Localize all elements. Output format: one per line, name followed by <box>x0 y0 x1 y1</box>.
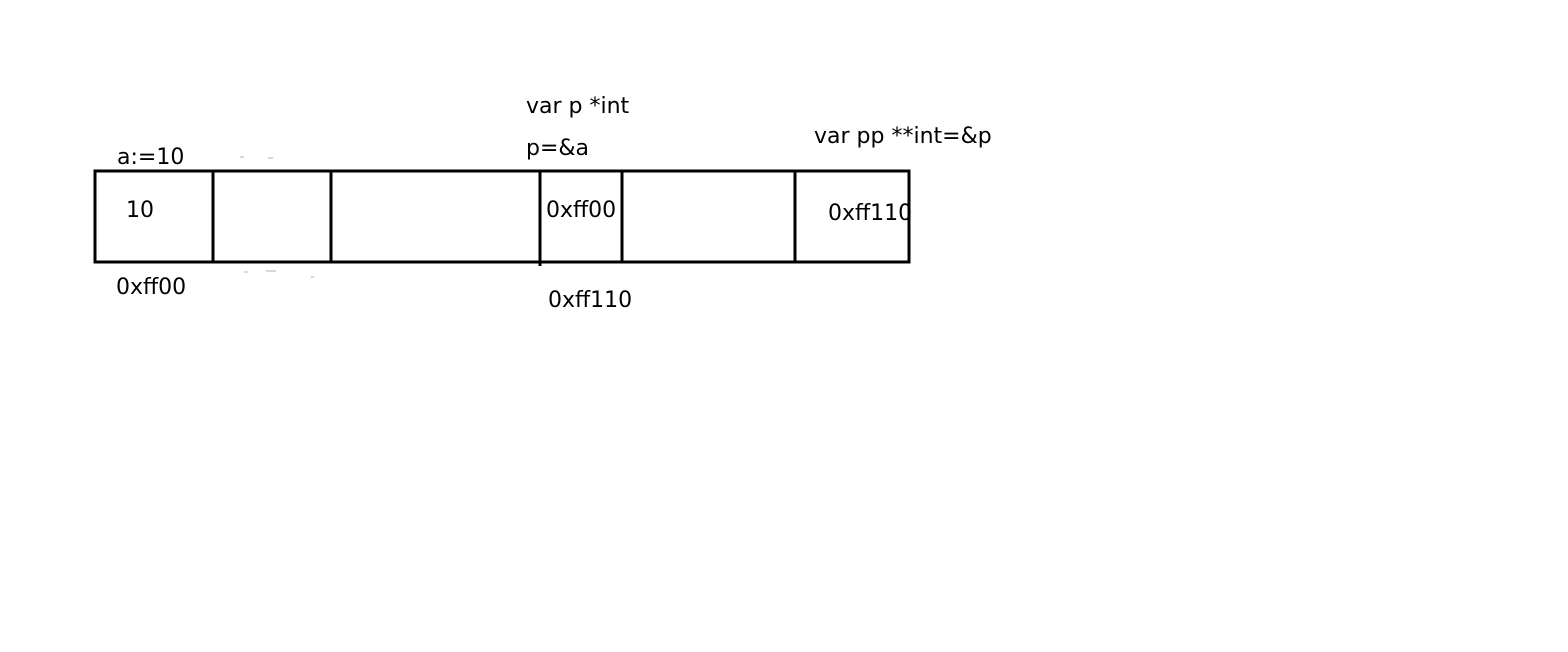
variable-p-declaration: var p *int <box>526 94 630 119</box>
cell-pp-value: 0xff110 <box>828 201 913 226</box>
cell-a-address: 0xff00 <box>116 275 187 300</box>
faint-mark <box>240 156 244 158</box>
faint-mark <box>266 270 276 272</box>
variable-pp-declaration: var pp **int=&p <box>814 124 992 149</box>
cell-p-address: 0xff110 <box>548 288 633 313</box>
faint-mark <box>268 157 273 159</box>
variable-a-declaration: a:=10 <box>117 145 185 170</box>
cell-a-value: 10 <box>126 198 154 223</box>
cell-p-value: 0xff00 <box>546 198 617 223</box>
variable-p-assignment: p=&a <box>526 136 590 161</box>
faint-mark <box>311 276 314 278</box>
memory-strip-outline <box>93 169 911 264</box>
faint-mark <box>244 271 248 273</box>
